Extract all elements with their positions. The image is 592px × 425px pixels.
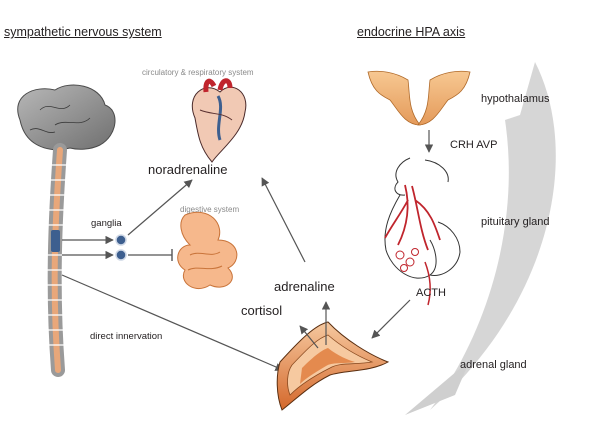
label-ganglia: ganglia bbox=[91, 218, 122, 229]
label-noradrenaline: noradrenaline bbox=[148, 162, 228, 177]
thoracic-segment bbox=[51, 230, 60, 252]
arrow-direct-innervation bbox=[61, 274, 284, 371]
hypothalamus-illustration bbox=[367, 70, 471, 126]
ganglion-lower bbox=[115, 249, 127, 261]
arrow-adrenal-cortisol bbox=[299, 325, 319, 349]
arrow-adrenal-noradrenaline bbox=[261, 177, 306, 263]
heart-illustration bbox=[191, 78, 247, 163]
label-digestive: digestive system bbox=[180, 205, 240, 214]
label-cortisol: cortisol bbox=[241, 303, 283, 318]
header-endocrine: endocrine HPA axis bbox=[357, 25, 466, 39]
label-adrenaline: adrenaline bbox=[274, 279, 335, 294]
label-acth: ACTH bbox=[416, 287, 446, 299]
big-curved-arrow bbox=[430, 62, 556, 410]
ganglion-upper bbox=[115, 234, 127, 246]
pituitary-illustration bbox=[384, 157, 461, 306]
arrow-pituitary-adrenal bbox=[371, 299, 411, 339]
label-crh-avp: CRH AVP bbox=[450, 139, 498, 151]
brain-spine-illustration bbox=[17, 84, 116, 377]
spinal-cord bbox=[51, 147, 63, 373]
arrow-ganglion-heart bbox=[127, 179, 193, 236]
digestive-illustration bbox=[177, 211, 238, 290]
label-adrenal: adrenal gland bbox=[460, 359, 527, 371]
label-circulatory: circulatory & respiratory system bbox=[142, 68, 254, 77]
header-sympathetic: sympathetic nervous system bbox=[4, 25, 162, 39]
brain-shape bbox=[17, 84, 116, 151]
label-pituitary: pituitary gland bbox=[481, 216, 550, 228]
label-direct-innervation: direct innervation bbox=[90, 331, 163, 342]
big-curved-arrow-head bbox=[405, 360, 470, 415]
adrenal-gland-illustration bbox=[276, 321, 390, 411]
label-hypothalamus: hypothalamus bbox=[481, 93, 550, 105]
